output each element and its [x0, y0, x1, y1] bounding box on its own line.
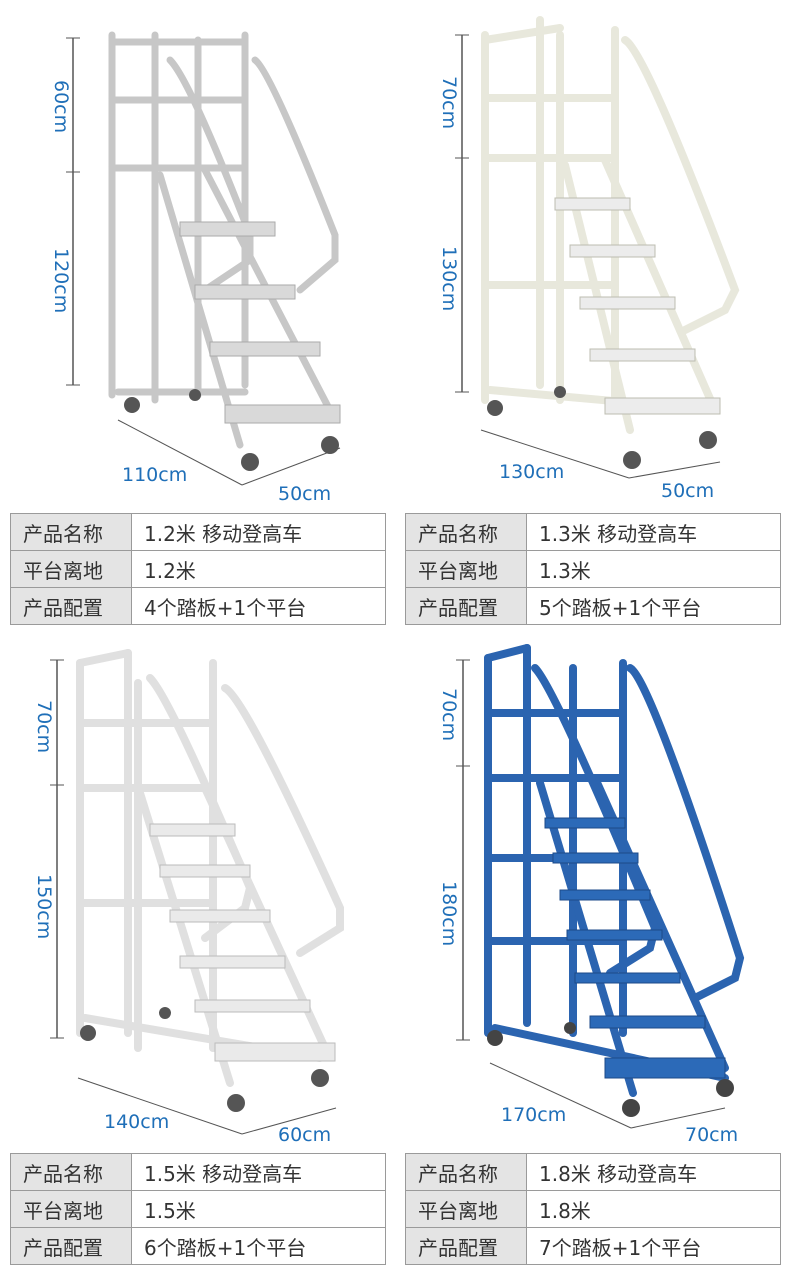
- spec-key: 产品配置: [405, 587, 527, 625]
- height-dimension-mid: 120cm: [50, 248, 72, 314]
- height-dimension-top: 70cm: [438, 688, 460, 742]
- spec-value: 1.5米: [131, 1190, 386, 1228]
- spec-key: 产品名称: [10, 513, 132, 551]
- width-dimension: 60cm: [278, 1124, 332, 1146]
- spec-key: 产品名称: [405, 1153, 527, 1191]
- length-dimension: 170cm: [501, 1104, 567, 1126]
- length-dimension: 130cm: [499, 461, 565, 483]
- ladder-image-2: [455, 16, 740, 479]
- spec-key: 产品配置: [10, 1227, 132, 1265]
- spec-value: 1.2米 移动登高车: [131, 513, 386, 551]
- spec-key: 产品名称: [10, 1153, 132, 1191]
- height-dimension-top: 70cm: [33, 700, 55, 754]
- spec-key: 产品配置: [10, 587, 132, 625]
- spec-key: 平台离地: [405, 1190, 527, 1228]
- spec-value: 1.8米: [526, 1190, 781, 1228]
- height-dimension-mid: 180cm: [438, 881, 460, 947]
- spec-value: 5个踏板+1个平台: [526, 587, 781, 625]
- spec-key: 平台离地: [10, 550, 132, 588]
- width-dimension: 70cm: [685, 1124, 739, 1146]
- width-dimension: 50cm: [278, 483, 332, 505]
- width-dimension: 50cm: [661, 480, 715, 502]
- spec-value: 6个踏板+1个平台: [131, 1227, 386, 1265]
- length-dimension: 140cm: [104, 1111, 170, 1133]
- spec-value: 4个踏板+1个平台: [131, 587, 386, 625]
- spec-key: 产品名称: [405, 513, 527, 551]
- ladder-image-1: [66, 31, 341, 486]
- spec-key: 平台离地: [10, 1190, 132, 1228]
- height-dimension-top: 60cm: [50, 80, 72, 134]
- spec-value: 1.5米 移动登高车: [131, 1153, 386, 1191]
- ladder-image-4: [456, 644, 745, 1129]
- spec-value: 1.3米 移动登高车: [526, 513, 781, 551]
- spec-value: 7个踏板+1个平台: [526, 1227, 781, 1265]
- spec-value: 1.3米: [526, 550, 781, 588]
- spec-value: 1.8米 移动登高车: [526, 1153, 781, 1191]
- height-dimension-mid: 130cm: [438, 246, 460, 312]
- height-dimension-top: 70cm: [438, 76, 460, 130]
- spec-key: 产品配置: [405, 1227, 527, 1265]
- length-dimension: 110cm: [122, 464, 188, 486]
- ladder-image-3: [50, 649, 344, 1135]
- spec-key: 平台离地: [405, 550, 527, 588]
- height-dimension-mid: 150cm: [33, 874, 55, 940]
- spec-value: 1.2米: [131, 550, 386, 588]
